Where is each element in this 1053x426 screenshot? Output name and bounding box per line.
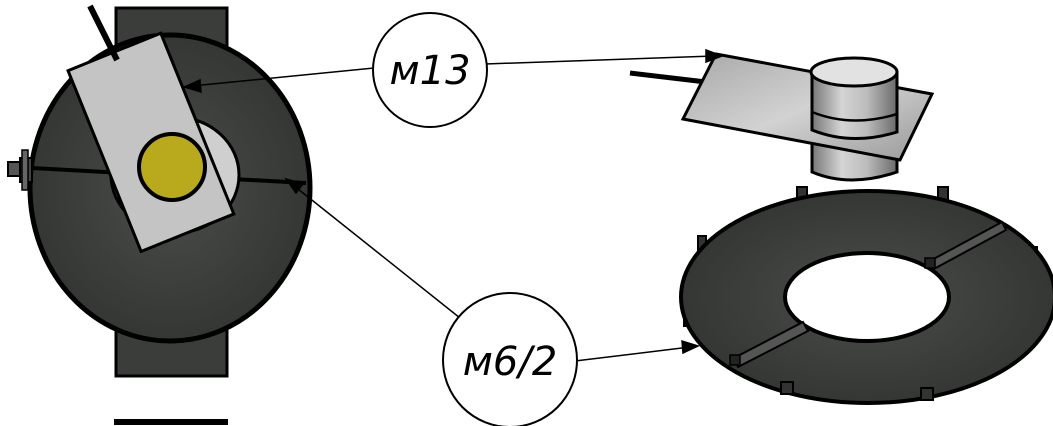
callout-m13-label: м13 <box>389 48 470 94</box>
leader-lines <box>181 48 725 362</box>
side-bolt <box>7 149 33 191</box>
damper-handle <box>629 70 707 85</box>
bottom-bar <box>114 419 228 425</box>
damper-3d <box>629 52 935 182</box>
damper-pipe-top <box>809 56 899 88</box>
damper-pipe-upper <box>810 70 899 140</box>
handle-rod <box>87 4 120 62</box>
rim-tab <box>780 381 794 395</box>
callout-m13: м13 <box>372 12 488 128</box>
callout-m6-2-label: м6/2 <box>463 339 558 385</box>
ring-bracket <box>924 220 1008 272</box>
ring-bracket <box>729 320 810 369</box>
damper-pipe-ring <box>811 110 898 122</box>
cap-circle <box>137 132 207 202</box>
rim-tab <box>920 387 934 401</box>
callout-m6-2: м6/2 <box>442 292 578 426</box>
top-view-assembly <box>7 4 313 425</box>
ring-body <box>678 189 1053 405</box>
ring-3d <box>678 186 1053 405</box>
